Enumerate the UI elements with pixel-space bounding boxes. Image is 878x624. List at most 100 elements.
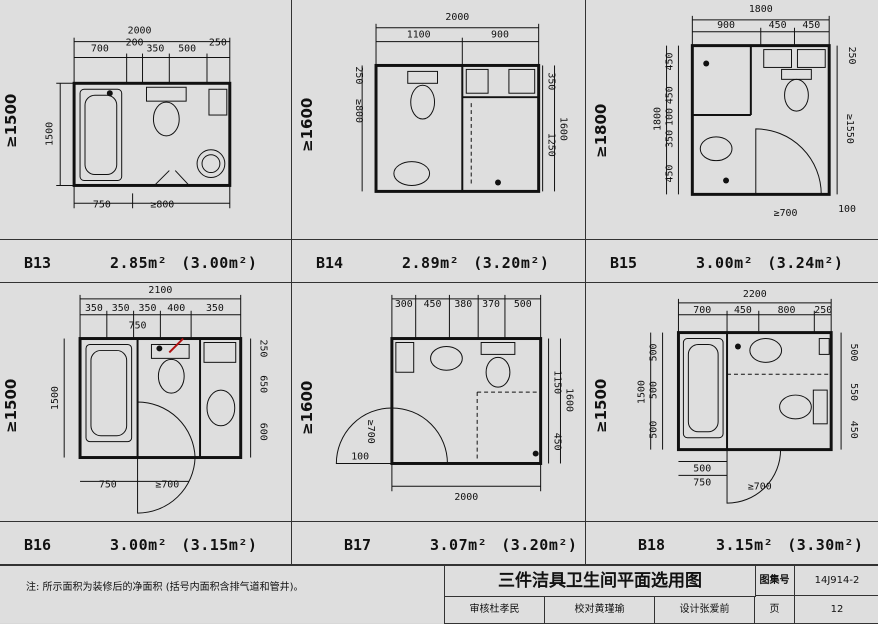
svg-text:1500: 1500	[50, 386, 61, 410]
svg-text:2000: 2000	[128, 26, 152, 37]
plan-code-b14: B14	[316, 254, 344, 272]
svg-text:≥700: ≥700	[748, 481, 772, 492]
svg-text:370: 370	[482, 299, 500, 310]
floor-drain-icon-2	[723, 177, 730, 184]
floor-plan-b14: 2000 1100 900 250 ≥800 350 1600 1250	[292, 0, 585, 240]
plan-drawing-b17: 300 450 380 370 500 ≥700 100 1150 1600 4…	[335, 294, 574, 503]
floor-drain-icon	[703, 60, 710, 67]
svg-text:500: 500	[514, 299, 532, 310]
atlas-label: 图集号	[755, 566, 795, 596]
svg-text:600: 600	[258, 423, 269, 441]
svg-text:450: 450	[769, 20, 787, 31]
svg-text:100: 100	[838, 204, 856, 215]
svg-text:550: 550	[848, 383, 859, 401]
svg-text:500: 500	[649, 343, 660, 361]
svg-text:≥800: ≥800	[353, 99, 364, 123]
plan-cell-b16: 2100 350 350 350 400 350 750 1500 250 65…	[0, 283, 292, 565]
svg-text:500: 500	[848, 343, 859, 361]
svg-text:1800: 1800	[749, 4, 773, 15]
review-signature: 审核杜孝民	[445, 596, 545, 624]
svg-text:2000: 2000	[445, 12, 469, 23]
plan-drawing-b13: 2000 700 200 350 500 250 1500 750 ≥800	[44, 26, 232, 210]
floor-drain-icon	[495, 179, 501, 186]
title-box: 三件洁具卫生间平面选用图 图集号 14J914-2 审核杜孝民 校对黄瑾瑜 设计…	[444, 566, 878, 624]
svg-text:100: 100	[664, 108, 675, 126]
floor-plan-b15: 1800 900 450 450 1800 450 450 100 350 45…	[586, 0, 878, 240]
svg-text:450: 450	[664, 165, 675, 183]
svg-text:900: 900	[491, 30, 509, 41]
svg-text:450: 450	[802, 20, 820, 31]
svg-text:750: 750	[99, 479, 117, 490]
svg-text:≥700: ≥700	[365, 420, 376, 444]
svg-text:700: 700	[91, 44, 109, 55]
svg-text:250: 250	[846, 47, 857, 65]
plan-code-b13: B13	[24, 254, 52, 272]
plan-drawing-b15: 1800 900 450 450 1800 450 450 100 350 45…	[653, 4, 857, 219]
svg-text:2000: 2000	[454, 492, 478, 503]
min-width-label-b16: ≥1500	[2, 378, 20, 433]
svg-text:250: 250	[209, 38, 227, 49]
svg-text:1500: 1500	[44, 122, 55, 146]
plan-drawing-b14: 2000 1100 900 250 ≥800 350 1600 1250	[353, 12, 568, 193]
svg-text:350: 350	[85, 303, 103, 314]
svg-text:250: 250	[353, 66, 364, 84]
floor-plan-b18: 2200 700 450 800 250 1500 500 500 500 50…	[586, 283, 878, 522]
title-block: 注: 所示面积为装修后的净面积 (括号内面积含排气道和管井)。 三件洁具卫生间平…	[0, 565, 878, 624]
plan-code-b18: B18	[638, 536, 666, 554]
svg-text:750: 750	[93, 199, 111, 210]
plan-area-b13: 2.85m²(3.00m²)	[110, 254, 258, 272]
svg-text:450: 450	[848, 421, 859, 439]
svg-text:1500: 1500	[637, 380, 648, 404]
min-width-label-b18: ≥1500	[592, 378, 610, 433]
svg-text:100: 100	[351, 452, 369, 463]
drawing-title: 三件洁具卫生间平面选用图	[445, 566, 756, 597]
svg-text:350: 350	[146, 44, 164, 55]
svg-text:≥800: ≥800	[150, 199, 174, 210]
svg-text:450: 450	[734, 305, 752, 316]
svg-text:900: 900	[717, 20, 735, 31]
svg-text:450: 450	[664, 53, 675, 71]
svg-text:1250: 1250	[546, 133, 557, 157]
svg-text:750: 750	[693, 477, 711, 488]
svg-text:400: 400	[167, 303, 185, 314]
min-width-label-b15: ≥1800	[592, 103, 610, 158]
plan-grid: 2000 700 200 350 500 250 1500 750 ≥800 ≥…	[0, 0, 878, 565]
svg-text:700: 700	[693, 305, 711, 316]
min-width-label-b17: ≥1600	[298, 380, 316, 435]
page-number: 12	[795, 596, 878, 624]
svg-text:2100: 2100	[148, 285, 172, 296]
svg-text:1800: 1800	[653, 107, 664, 131]
check-signature: 校对黄瑾瑜	[545, 596, 655, 624]
design-signature: 设计张爱前	[655, 596, 755, 624]
plan-cell-b17: 300 450 380 370 500 ≥700 100 1150 1600 4…	[292, 283, 586, 565]
area-note: 注: 所示面积为装修后的净面积 (括号内面积含排气道和管井)。	[26, 582, 304, 593]
svg-text:≥700: ≥700	[155, 479, 179, 490]
svg-text:350: 350	[206, 303, 224, 314]
plan-area-b18: 3.15m²(3.30m²)	[716, 536, 864, 554]
svg-text:200: 200	[126, 38, 144, 49]
floor-plan-b17: 300 450 380 370 500 ≥700 100 1150 1600 4…	[292, 283, 585, 522]
plan-cell-b14: 2000 1100 900 250 ≥800 350 1600 1250 ≥16…	[292, 0, 586, 283]
svg-text:500: 500	[693, 463, 711, 474]
plan-area-b14: 2.89m²(3.20m²)	[402, 254, 550, 272]
floor-drain-icon	[532, 450, 539, 457]
floor-drain-icon	[106, 90, 113, 97]
page-label: 页	[755, 596, 795, 624]
plan-area-b16: 3.00m²(3.15m²)	[110, 536, 258, 554]
svg-text:380: 380	[454, 299, 472, 310]
plan-cell-b15: 1800 900 450 450 1800 450 450 100 350 45…	[586, 0, 878, 283]
svg-text:350: 350	[546, 72, 557, 90]
floor-drain-icon	[734, 343, 741, 350]
min-width-label-b13: ≥1500	[2, 93, 20, 148]
svg-text:1100: 1100	[407, 30, 431, 41]
plan-drawing-b18: 2200 700 450 800 250 1500 500 500 500 50…	[637, 289, 859, 504]
svg-text:650: 650	[258, 375, 269, 393]
svg-text:1600: 1600	[563, 388, 574, 412]
min-width-label-b14: ≥1600	[298, 97, 316, 152]
svg-text:350: 350	[112, 303, 130, 314]
plan-drawing-b16: 2100 350 350 350 400 350 750 1500 250 65…	[50, 285, 269, 514]
plan-area-b15: 3.00m²(3.24m²)	[696, 254, 844, 272]
svg-text:500: 500	[178, 44, 196, 55]
atlas-number: 14J914-2	[795, 566, 878, 596]
